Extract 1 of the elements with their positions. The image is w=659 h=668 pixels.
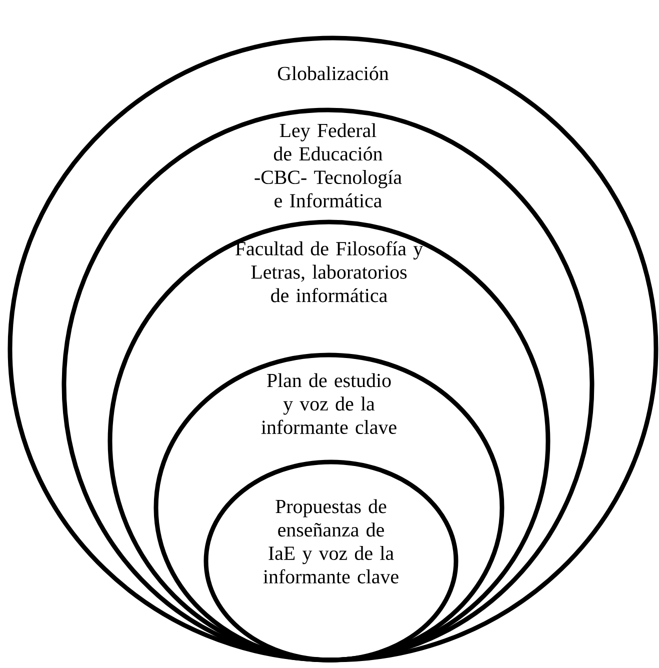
ellipse-band: Propuestas de enseñanza de IaE y voz de la informante clave	[204, 460, 458, 662]
